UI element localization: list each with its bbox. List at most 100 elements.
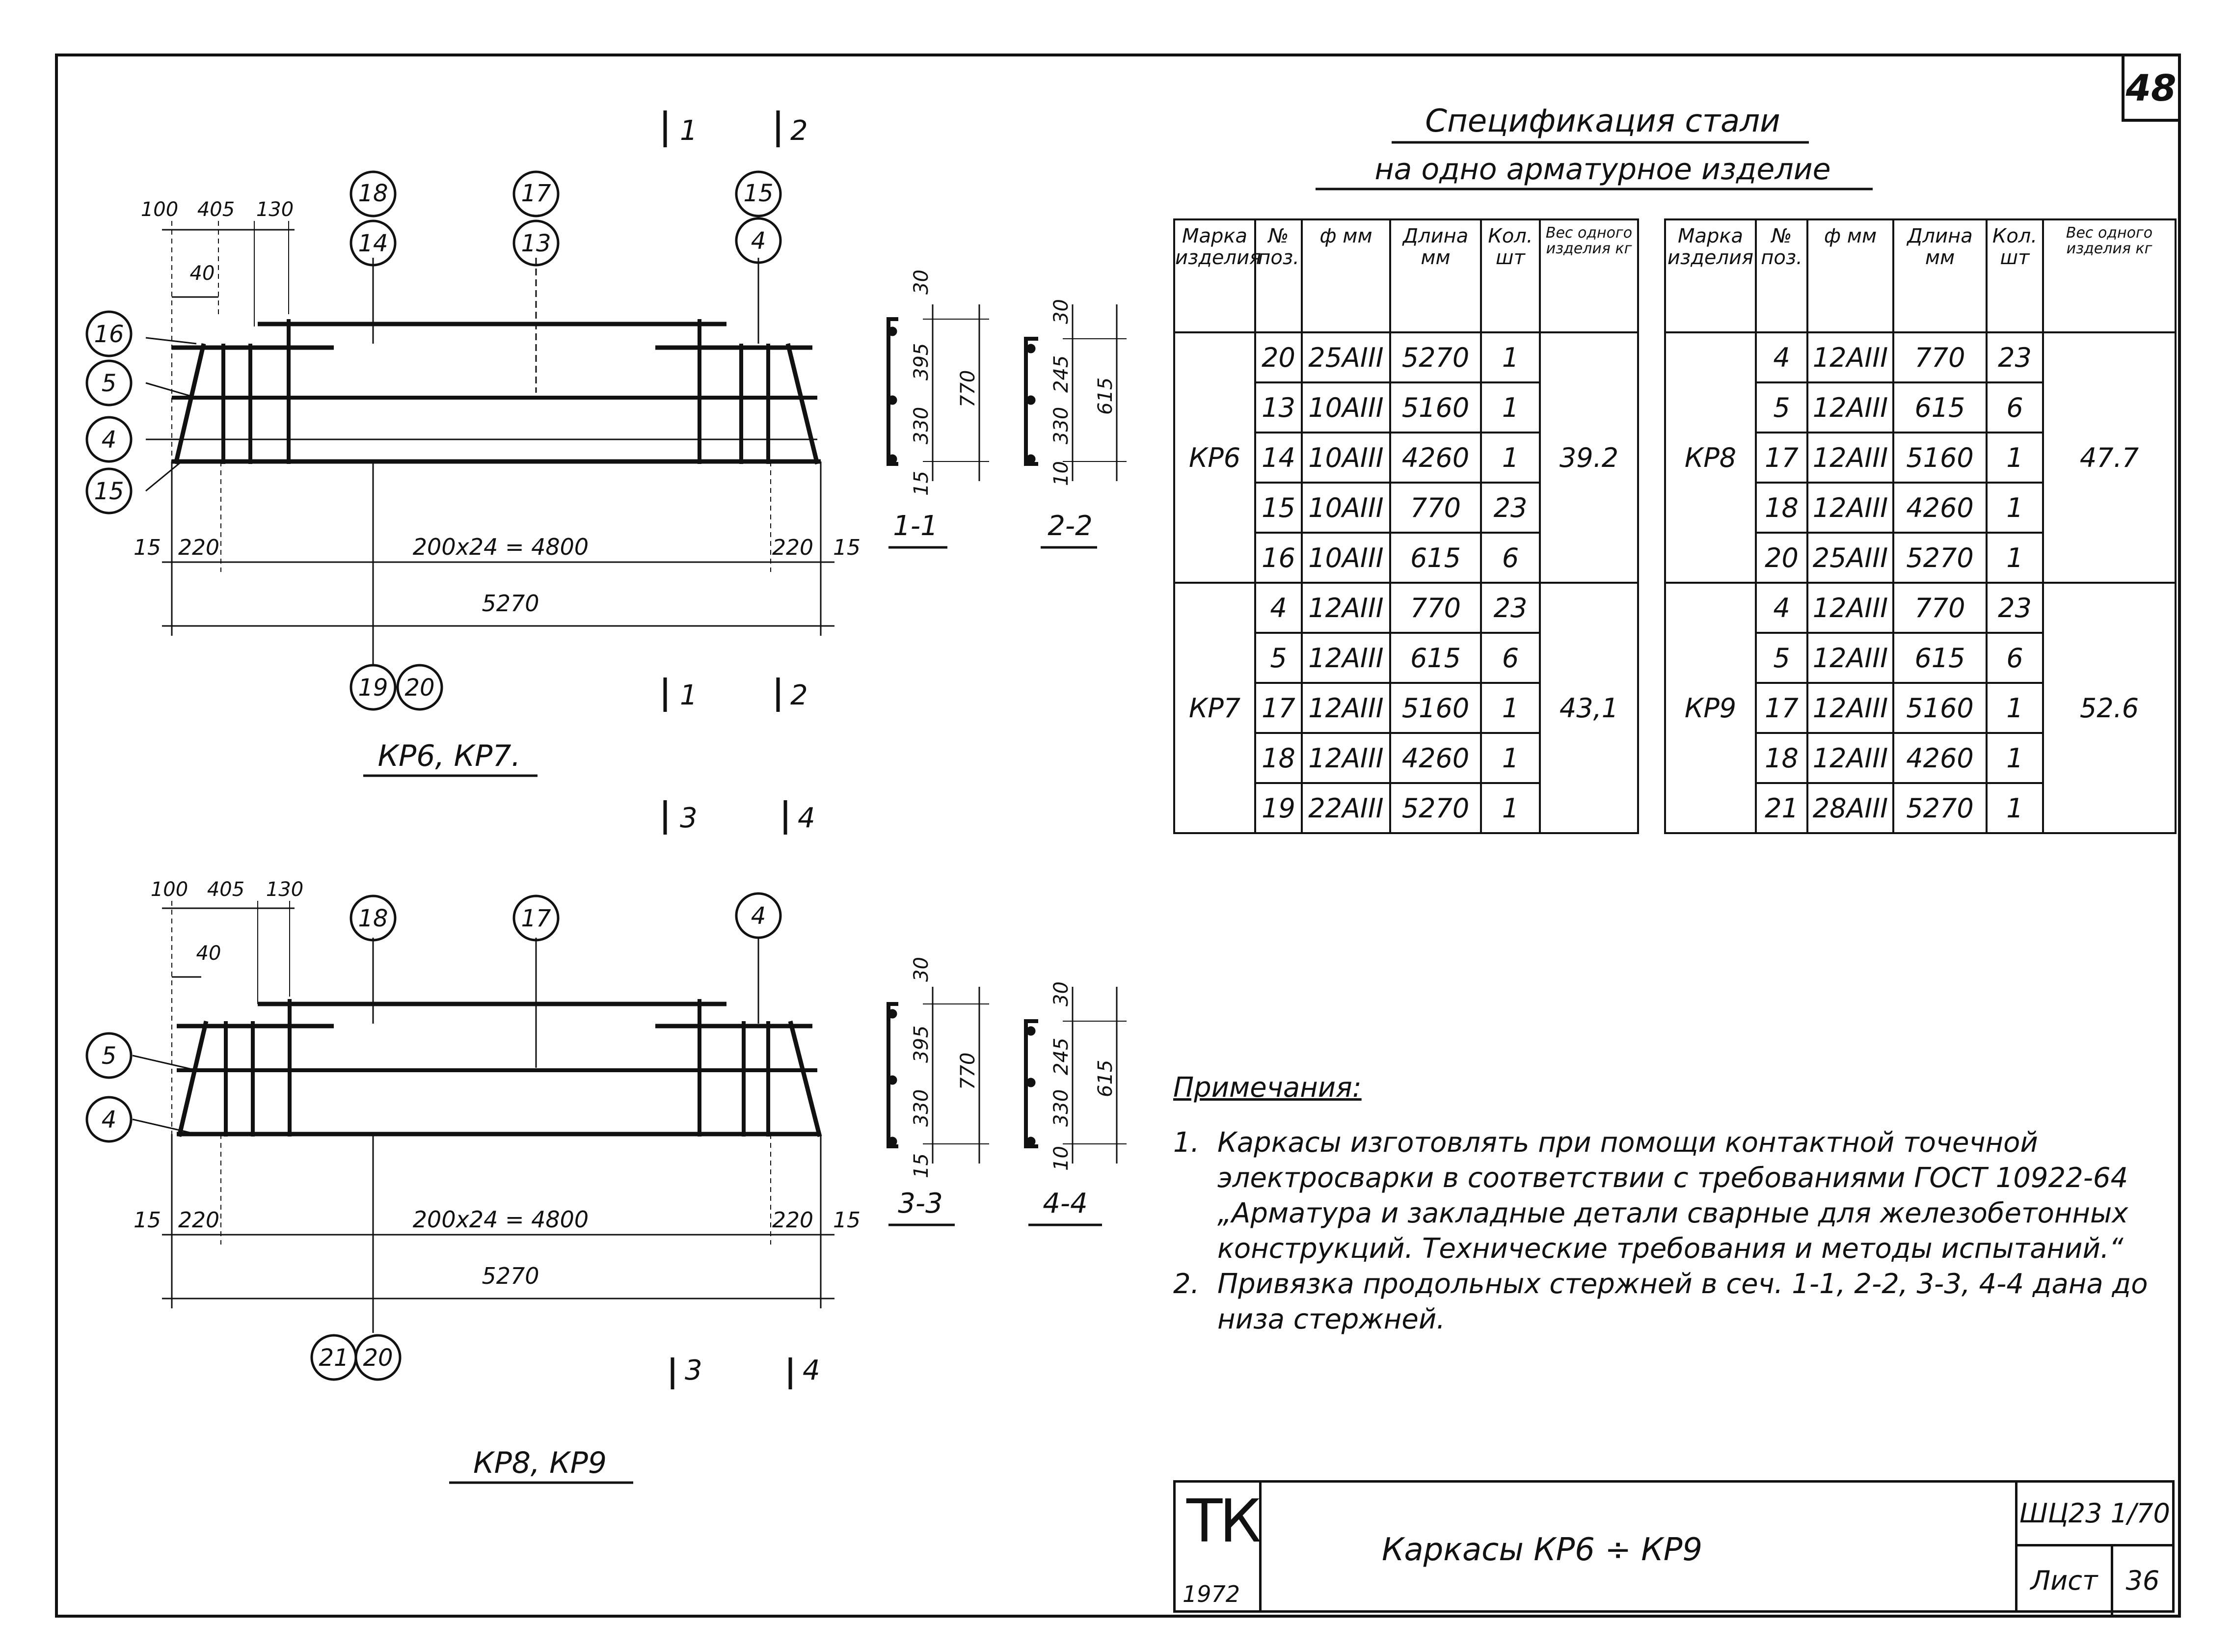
note-number: 2. xyxy=(1173,1268,1200,1300)
table-cell: 18 xyxy=(1755,732,1808,784)
table-cell: 12АIII xyxy=(1301,582,1391,634)
table-cell: 4260 xyxy=(1389,732,1482,784)
pos-mark: 4 xyxy=(102,426,117,454)
table-cell: 25АIII xyxy=(1301,331,1391,383)
dim-220-right: 220 xyxy=(772,1208,813,1233)
dim-total: 5270 xyxy=(482,1263,539,1289)
drawing-title: Каркасы КР6 ÷ КР9 xyxy=(1382,1532,1703,1568)
table-cell: 1 xyxy=(1480,432,1541,484)
table-cell: 1 xyxy=(1986,732,2044,784)
table-cell: 5270 xyxy=(1892,532,1988,584)
top-frame-drawing xyxy=(85,110,834,777)
note-text: Каркасы изготовлять при помощи контактно… xyxy=(1217,1127,2128,1265)
pos-mark: 4 xyxy=(751,227,766,255)
table-cell: 15 xyxy=(1254,482,1303,534)
table-cell: 17 xyxy=(1755,682,1808,734)
table-cell: 6 xyxy=(1480,632,1541,684)
sec-dim: 330 xyxy=(1050,407,1073,444)
sec-dim: 330 xyxy=(910,407,933,444)
pos-mark: 21 xyxy=(319,1344,349,1372)
sec-dim: 10 xyxy=(1050,461,1073,486)
cut-label: 2 xyxy=(790,115,808,147)
table-cell: 12АIII xyxy=(1301,732,1391,784)
sheet-no: 36 xyxy=(2125,1565,2160,1596)
spec-header: Длина мм xyxy=(1892,218,1988,333)
table-cell: 4 xyxy=(1755,331,1808,383)
sec-dim: 15 xyxy=(910,1153,933,1178)
table-cell: 23 xyxy=(1986,331,2044,383)
cut-label: 4 xyxy=(803,1354,820,1386)
product-mark: КР9 xyxy=(1664,582,1757,834)
bottom-caption: КР8, КР9 xyxy=(473,1446,607,1480)
table-cell: 615 xyxy=(1389,532,1482,584)
sec-total: 770 xyxy=(957,370,979,407)
table-cell: 20 xyxy=(1254,331,1303,383)
dim-15-right: 15 xyxy=(833,1208,861,1233)
table-cell: 12АIII xyxy=(1806,432,1894,484)
note-item: 2. Привязка продольных стержней в сеч. 1… xyxy=(1173,1267,2155,1337)
note-text: Привязка продольных стержней в сеч. 1-1,… xyxy=(1217,1268,2148,1335)
sec-dim: 10 xyxy=(1050,1146,1073,1171)
notes: Примечания: 1. Каркасы изготовлять при п… xyxy=(1173,1070,2155,1337)
table-cell: 16 xyxy=(1254,532,1303,584)
spec-title: Спецификация стали xyxy=(1425,103,1780,139)
table-cell: 10АIII xyxy=(1301,432,1391,484)
note-item: 1. Каркасы изготовлять при помощи контак… xyxy=(1173,1125,2155,1267)
notes-heading: Примечания: xyxy=(1173,1072,1362,1104)
table-cell: 19 xyxy=(1254,782,1303,834)
dim-total: 5270 xyxy=(482,590,539,617)
spec-subtitle: на одно арматурное изделие xyxy=(1374,152,1830,187)
sheet-number-box xyxy=(2122,55,2179,122)
cut-label: 2 xyxy=(790,679,808,711)
table-cell: 12АIII xyxy=(1806,482,1894,534)
table-cell: 770 xyxy=(1389,482,1482,534)
sec-dim: 245 xyxy=(1050,355,1073,393)
product-mark: КР6 xyxy=(1173,331,1256,584)
sheet-frame xyxy=(55,54,2181,1618)
pos-mark: 20 xyxy=(363,1344,393,1372)
table-cell: 6 xyxy=(1480,532,1541,584)
table-cell: 4 xyxy=(1755,582,1808,634)
table-cell: 17 xyxy=(1254,682,1303,734)
spec-header: Кол. шт xyxy=(1986,218,2044,333)
bottom-frame-drawing xyxy=(85,800,834,1484)
top-frame-labels: 100 405 130 40 15 220 200х24 = 4800 220 … xyxy=(94,115,861,773)
pos-mark: 18 xyxy=(358,180,388,207)
section-label-3-3: 3-3 xyxy=(898,1188,942,1219)
top-caption: КР6, КР7. xyxy=(377,739,520,773)
table-cell: 20 xyxy=(1755,532,1808,584)
table-cell: 14 xyxy=(1254,432,1303,484)
table-cell: 770 xyxy=(1892,582,1988,634)
end-stirrup-left xyxy=(173,343,206,465)
dim-130: 130 xyxy=(266,878,303,901)
pos-mark: 18 xyxy=(358,905,388,932)
table-cell: 1 xyxy=(1986,432,2044,484)
dim-405: 405 xyxy=(197,198,235,221)
table-cell: 5 xyxy=(1254,632,1303,684)
dim-15-left: 15 xyxy=(134,1208,161,1233)
table-cell: 5 xyxy=(1755,632,1808,684)
pos-mark: 15 xyxy=(743,180,773,207)
table-cell: 17 xyxy=(1755,432,1808,484)
section-label-2-2: 2-2 xyxy=(1048,510,1092,542)
pos-mark: 17 xyxy=(521,905,551,932)
table-cell: 23 xyxy=(1480,582,1541,634)
cut-label: 4 xyxy=(798,802,815,834)
table-cell: 1 xyxy=(1480,732,1541,784)
bottom-frame-labels: 100 405 130 40 15 220 200х24 = 4800 220 … xyxy=(102,802,861,1480)
table-cell: 13 xyxy=(1254,381,1303,433)
sec-dim: 30 xyxy=(910,270,933,295)
